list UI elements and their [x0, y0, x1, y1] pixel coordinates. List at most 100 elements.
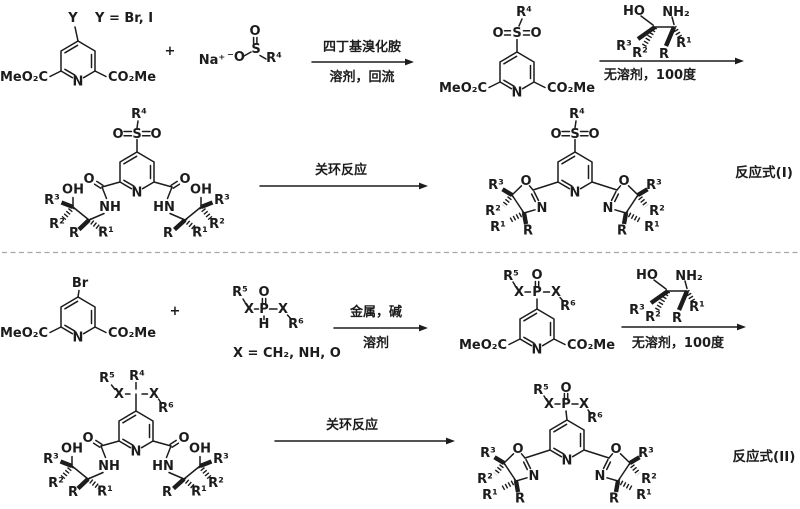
atom-label-nh: NH [99, 200, 121, 215]
atom-label-o: O [512, 442, 523, 457]
reaction-arrow-1: 四丁基溴化胺 溶剂，回流 [311, 39, 414, 85]
atom-label-o: O [258, 285, 269, 300]
atom-label-r2: R² [641, 472, 657, 487]
atom-label-r: R [69, 226, 79, 241]
atom-label-r1: R¹ [689, 300, 705, 315]
atom-label-hn: HN [153, 200, 175, 215]
atom-label-nh2: NH₂ [675, 269, 702, 284]
atom-label-o: O [550, 127, 561, 142]
atom-label-ho: HO [636, 268, 658, 283]
atom-label-p: P [259, 302, 269, 317]
atom-label-r1: R¹ [490, 220, 506, 235]
atom-label-s: S [132, 127, 141, 142]
atom-label-br: Br [72, 276, 89, 291]
atom-label-r2: R² [208, 476, 224, 491]
atom-label-n: N [595, 469, 606, 484]
atom-label-o: O [530, 26, 541, 41]
atom-label-o-minus: ⁻O [227, 50, 245, 65]
structure-amino-alcohol-2: HO NH₂ R³ R² R R¹ [629, 268, 705, 326]
atom-label-x: X [278, 302, 288, 317]
atom-label-r3: R³ [214, 193, 230, 208]
atom-label-r6: R⁶ [288, 317, 304, 332]
atom-label-meo2c: MeO₂C [0, 326, 48, 341]
atom-label-co2me: CO₂Me [567, 338, 615, 353]
atom-label-r6: R⁶ [158, 401, 174, 416]
atom-label-r2: R² [632, 46, 648, 61]
atom-label-r: R [617, 224, 627, 239]
atom-label-n: N [132, 186, 143, 201]
atom-label-co2me: CO₂Me [547, 81, 595, 96]
atom-label-r3: R³ [44, 193, 60, 208]
structure-sulfonylpyridine-diester: N MeO₂C CO₂Me S O O R⁴ [439, 5, 595, 101]
atom-label-r5: R⁵ [99, 371, 115, 386]
atom-label-r2: R² [209, 217, 225, 232]
atom-label-n: N [73, 331, 84, 346]
atom-label-r3: R³ [488, 178, 504, 193]
reaction-arrow-5: 无溶剂，100度 [621, 323, 746, 351]
atom-label-o: O [531, 268, 542, 283]
atom-label-oh: OH [61, 442, 83, 457]
structure-bromopyridine-diester: N Br MeO₂C CO₂Me [0, 276, 156, 346]
atom-label-n: N [131, 445, 142, 460]
atom-label-r: R [523, 224, 533, 239]
atom-label-na: Na⁺ [199, 53, 226, 68]
atom-label-p: P [561, 397, 571, 412]
y-substituent-legend: Y = Br, I [94, 11, 153, 26]
atom-label-o: O [610, 442, 621, 457]
structure-pybox-sulfone: N S O O R⁴ O N R³ R² R¹ R O N R³ [485, 107, 665, 239]
atom-label-co2me: CO₂Me [108, 70, 156, 85]
atom-label-x: X [114, 387, 124, 402]
plus-sign-1: + [165, 44, 176, 59]
atom-label-r: R [163, 226, 173, 241]
atom-label-r4: R⁴ [569, 107, 585, 122]
atom-label-r1: R¹ [191, 485, 207, 500]
x-substituent-legend: X = CH₂, NH, O [233, 346, 341, 361]
atom-label-r5: R⁵ [232, 285, 248, 300]
atom-label-o: O [83, 172, 94, 187]
atom-label-oh: OH [189, 442, 211, 457]
atom-label-p: P [532, 285, 542, 300]
atom-label-o: O [178, 431, 189, 446]
atom-label-x: X [149, 387, 159, 402]
condition-amination-1: 无溶剂，100度 [603, 67, 697, 83]
atom-label-r1: R¹ [644, 220, 660, 235]
atom-label-r3: R³ [616, 39, 632, 54]
atom-label-r3: R³ [638, 446, 654, 461]
atom-label-r: R [659, 47, 669, 62]
atom-label-r4: R⁴ [516, 5, 532, 20]
condition-step4-line1: 金属，碱 [349, 304, 402, 320]
structure-phosphonylpyridine-diester: N MeO₂C CO₂Me P O X R⁵ X R⁶ [459, 268, 615, 358]
atom-label-o: O [150, 127, 161, 142]
atom-label-ho: HO [623, 4, 645, 19]
atom-label-o: O [112, 127, 123, 142]
atom-label-co2me: CO₂Me [108, 326, 156, 341]
atom-label-r2: R² [48, 476, 64, 491]
atom-label-r2: R² [485, 204, 501, 219]
atom-label-n: N [529, 469, 540, 484]
atom-label-r4: R⁴ [266, 51, 282, 66]
atom-label-r5: R⁵ [533, 383, 549, 398]
condition-amination-2: 无溶剂，100度 [631, 335, 725, 351]
atom-label-x: X [514, 285, 524, 300]
atom-label-r4: R⁴ [129, 369, 145, 384]
atom-label-r3: R³ [646, 178, 662, 193]
atom-label-r3: R³ [213, 452, 229, 467]
atom-label-n: N [570, 186, 581, 201]
atom-label-r2: R² [49, 217, 65, 232]
condition-step1-line2: 溶剂，回流 [329, 69, 394, 85]
atom-label-x: X [579, 397, 589, 412]
atom-label-hn: HN [152, 459, 174, 474]
equation-label-2: 反应式(II) [733, 448, 796, 465]
atom-label-o: O [560, 381, 571, 396]
atom-label-r1: R¹ [97, 485, 113, 500]
atom-label-o: O [82, 431, 93, 446]
atom-label-r6: R⁶ [587, 411, 603, 426]
atom-label-meo2c: MeO₂C [439, 81, 487, 96]
atom-label-meo2c: MeO₂C [459, 338, 507, 353]
atom-label-r3: R³ [43, 452, 59, 467]
reaction-arrow-3: 关环反应 [259, 162, 428, 190]
condition-step4-line2: 溶剂 [363, 335, 389, 351]
equation-label-1: 反应式(I) [735, 164, 793, 181]
atom-label-n: N [603, 201, 614, 216]
